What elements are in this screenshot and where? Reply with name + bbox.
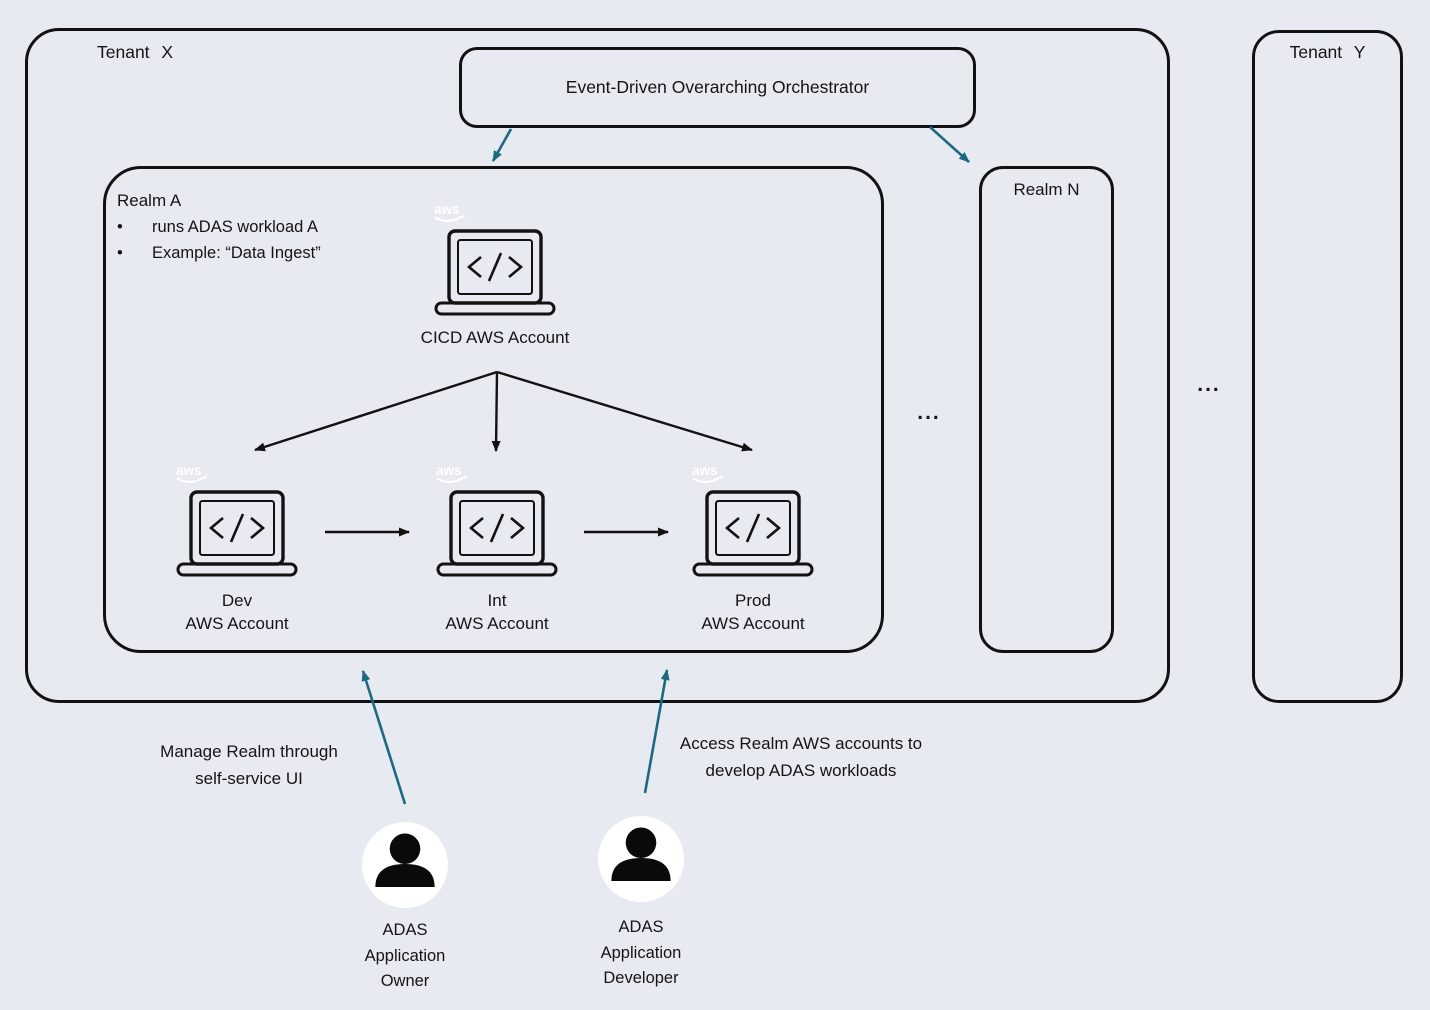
prod-account-label: AWS Account bbox=[701, 614, 805, 633]
laptop-code-icon bbox=[433, 228, 557, 318]
adas-application-developer: ADAS Application Developer bbox=[598, 816, 684, 987]
cicd-account-label: CICD AWS Account bbox=[420, 328, 570, 347]
owner-label: ADAS Application Owner bbox=[364, 921, 446, 990]
int-account-label: AWS Account bbox=[445, 614, 549, 633]
tenant-x-label: Tenant X bbox=[97, 42, 174, 62]
aws-logo-icon bbox=[433, 463, 469, 485]
tenant-x-box bbox=[25, 28, 1170, 703]
owner-annotation: Manage Realm through self-service UI bbox=[160, 742, 338, 788]
laptop-code-icon bbox=[175, 489, 299, 579]
adas-application-owner: ADAS Application Owner bbox=[362, 822, 448, 990]
orchestrator-label: Event-Driven Overarching Orchestrator bbox=[565, 77, 870, 97]
prod-env-name: Prod bbox=[735, 591, 771, 610]
bullet-marker: • bbox=[117, 218, 123, 236]
int-env-name: Int bbox=[487, 591, 507, 610]
dev-account-label: AWS Account bbox=[185, 614, 289, 633]
bullet-text: runs ADAS workload A bbox=[152, 218, 318, 236]
dev-env-name: Dev bbox=[221, 591, 253, 610]
realm-a-title: Realm A bbox=[117, 191, 182, 210]
bullet-marker: • bbox=[117, 244, 123, 262]
tenant-y-label: Tenant Y bbox=[1289, 42, 1366, 62]
realm-n-label: Realm N bbox=[1013, 180, 1080, 199]
more-tenants-ellipsis: ... bbox=[1197, 373, 1221, 396]
laptop-code-icon bbox=[691, 489, 815, 579]
aws-logo-icon bbox=[431, 202, 467, 224]
developer-annotation: Access Realm AWS accounts to develop ADA… bbox=[679, 734, 923, 780]
aws-logo-icon bbox=[689, 463, 725, 485]
realm-n-box bbox=[979, 166, 1114, 653]
person-icon bbox=[362, 822, 448, 908]
laptop-code-icon bbox=[435, 489, 559, 579]
orchestrator-box: Event-Driven Overarching Orchestrator bbox=[459, 47, 976, 128]
person-icon bbox=[598, 816, 684, 902]
developer-label: ADAS Application Developer bbox=[600, 918, 682, 987]
more-realms-ellipsis: ... bbox=[917, 401, 941, 424]
realm-a-box bbox=[103, 166, 884, 653]
aws-logo-icon bbox=[173, 463, 209, 485]
tenant-y-box bbox=[1252, 30, 1403, 703]
bullet-text: Example: “Data Ingest” bbox=[152, 244, 321, 262]
